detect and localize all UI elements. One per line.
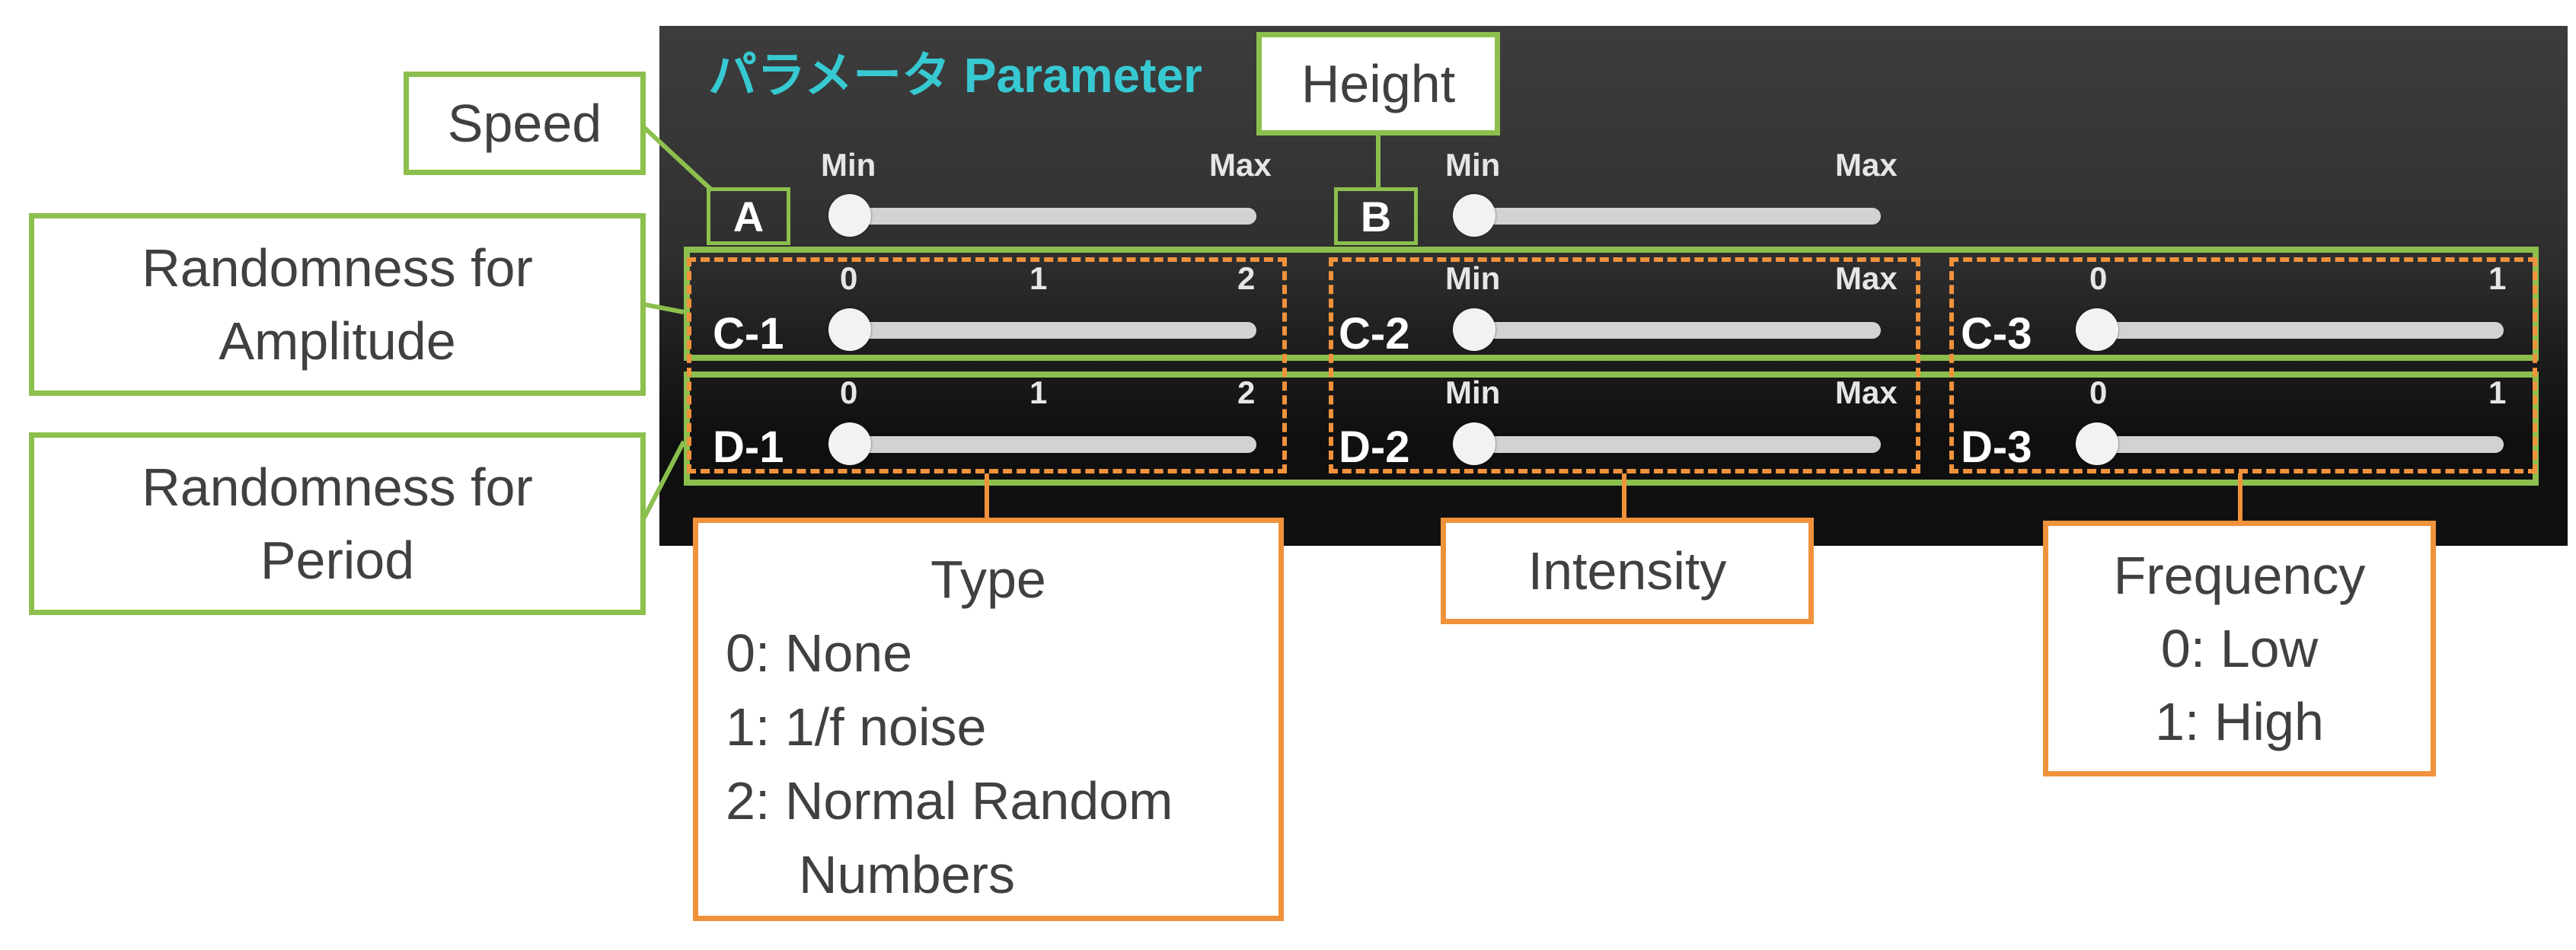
slider-track [828, 208, 1256, 225]
slider-track [2076, 436, 2504, 453]
intensity-callout: Intensity [1441, 518, 1814, 624]
slider-label-d2: D-2 [1339, 422, 1410, 472]
tick-b-max: Max [1835, 147, 1898, 183]
tick-c2-max: Max [1835, 260, 1898, 296]
slider-c1[interactable] [828, 308, 1256, 351]
slider-track [828, 322, 1256, 339]
slider-label-a: A [733, 192, 765, 241]
type-callout-title: Type [930, 550, 1046, 609]
amplitude-connector [643, 302, 685, 314]
slider-label-d1: D-1 [713, 422, 784, 472]
type-option-1: 1: 1/f noise [726, 697, 987, 757]
amplitude-callout: Randomness for Amplitude [29, 213, 646, 396]
tick-a-max: Max [1209, 147, 1272, 183]
tick-b-min: Min [1445, 147, 1501, 183]
slider-a[interactable] [828, 194, 1256, 237]
period-callout-line1: Randomness for [142, 457, 533, 517]
slider-d2[interactable] [1453, 422, 1881, 465]
intensity-column-highlight [1329, 257, 1920, 473]
speed-letter-box: A [707, 187, 790, 245]
type-callout: Type 0: None 1: 1/f noise 2: Normal Rand… [693, 518, 1284, 921]
slider-track [2076, 322, 2504, 339]
slider-knob[interactable] [828, 308, 871, 351]
tick-c3-0: 0 [2089, 260, 2108, 296]
slider-knob[interactable] [2076, 308, 2118, 351]
parameter-panel [659, 26, 2568, 546]
slider-d3[interactable] [2076, 422, 2504, 465]
slider-label-c2: C-2 [1339, 309, 1410, 359]
slider-knob[interactable] [1453, 308, 1495, 351]
speed-callout-text: Speed [447, 94, 602, 153]
tick-d2-min: Min [1445, 375, 1501, 410]
intensity-callout-text: Intensity [1527, 541, 1727, 601]
slider-knob[interactable] [828, 194, 871, 237]
panel-title: パラメータ Parameter [708, 48, 1202, 103]
tick-c1-2: 2 [1237, 260, 1256, 296]
slider-knob[interactable] [2076, 422, 2118, 465]
height-callout: Height [1256, 32, 1500, 135]
frequency-option-0: 0: Low [2160, 619, 2319, 678]
slider-label-c3: C-3 [1961, 309, 2032, 359]
tick-d3-0: 0 [2089, 375, 2108, 410]
slider-track [1453, 436, 1881, 453]
slider-label-b: B [1360, 192, 1392, 241]
slider-c2[interactable] [1453, 308, 1881, 351]
period-callout-line2: Period [260, 531, 415, 590]
frequency-callout: Frequency 0: Low 1: High [2043, 521, 2436, 776]
slider-track [1453, 208, 1881, 225]
tick-c1-0: 0 [840, 260, 858, 296]
speed-connector [637, 121, 714, 193]
slider-label-c1: C-1 [713, 309, 784, 359]
slider-knob[interactable] [828, 422, 871, 465]
type-option-2-continued: Numbers [799, 845, 1015, 904]
frequency-option-1: 1: High [2155, 692, 2324, 751]
amplitude-callout-line2: Amplitude [219, 311, 456, 371]
frequency-callout-title: Frequency [2113, 546, 2366, 605]
tick-d1-0: 0 [840, 375, 858, 410]
tick-d1-2: 2 [1237, 375, 1256, 410]
tick-a-min: Min [821, 147, 876, 183]
slider-label-d3: D-3 [1961, 422, 2032, 472]
frequency-column-highlight [1949, 257, 2537, 473]
period-connector [642, 440, 686, 519]
slider-b[interactable] [1453, 194, 1881, 237]
period-callout: Randomness for Period [29, 432, 646, 615]
slider-c3[interactable] [2076, 308, 2504, 351]
amplitude-callout-line1: Randomness for [142, 238, 533, 298]
slider-knob[interactable] [1453, 422, 1495, 465]
type-column-highlight [687, 257, 1287, 473]
tick-c3-1: 1 [2488, 260, 2507, 296]
tick-d3-1: 1 [2488, 375, 2507, 410]
slider-knob[interactable] [1453, 194, 1495, 237]
slider-track [1453, 322, 1881, 339]
height-callout-text: Height [1301, 54, 1456, 113]
type-option-0: 0: None [726, 623, 913, 683]
slider-track [828, 436, 1256, 453]
slider-d1[interactable] [828, 422, 1256, 465]
type-option-2: 2: Normal Random [726, 771, 1173, 830]
speed-callout: Speed [404, 72, 646, 175]
height-letter-box: B [1334, 187, 1418, 245]
tick-d2-max: Max [1835, 375, 1898, 410]
tick-d1-1: 1 [1029, 375, 1048, 410]
tick-c2-min: Min [1445, 260, 1501, 296]
tick-c1-1: 1 [1029, 260, 1048, 296]
